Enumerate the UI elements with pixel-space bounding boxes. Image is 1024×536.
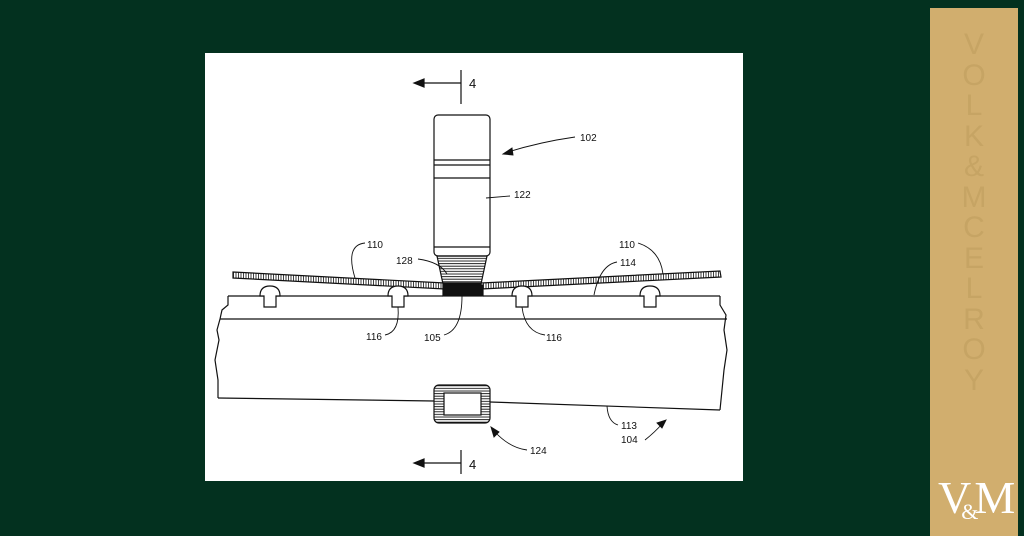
label-104: 104 bbox=[621, 435, 638, 446]
pins-116 bbox=[259, 285, 661, 308]
label-128: 128 bbox=[396, 256, 413, 267]
svg-text:4: 4 bbox=[469, 457, 476, 472]
reference-numerals: 102 122 110 128 110 114 116 105 116 113 … bbox=[366, 133, 638, 457]
label-110-right: 110 bbox=[619, 240, 635, 251]
leader-lines bbox=[351, 136, 667, 451]
section-mark-bottom: 4 bbox=[412, 450, 476, 474]
svg-text:4: 4 bbox=[469, 76, 476, 91]
label-114: 114 bbox=[620, 258, 636, 269]
label-122: 122 bbox=[514, 190, 531, 201]
label-124: 124 bbox=[530, 446, 547, 457]
block-105 bbox=[442, 284, 484, 297]
label-116-right: 116 bbox=[546, 333, 562, 344]
label-105: 105 bbox=[424, 333, 441, 344]
label-116-left: 116 bbox=[366, 332, 382, 343]
label-113: 113 bbox=[621, 421, 637, 432]
clip-124 bbox=[433, 384, 491, 424]
label-102: 102 bbox=[580, 133, 597, 144]
section-mark-top: 4 bbox=[412, 70, 476, 104]
label-110-left: 110 bbox=[367, 240, 383, 251]
brand-logo: V&M bbox=[938, 472, 1015, 525]
tool-body-122 bbox=[433, 114, 491, 257]
